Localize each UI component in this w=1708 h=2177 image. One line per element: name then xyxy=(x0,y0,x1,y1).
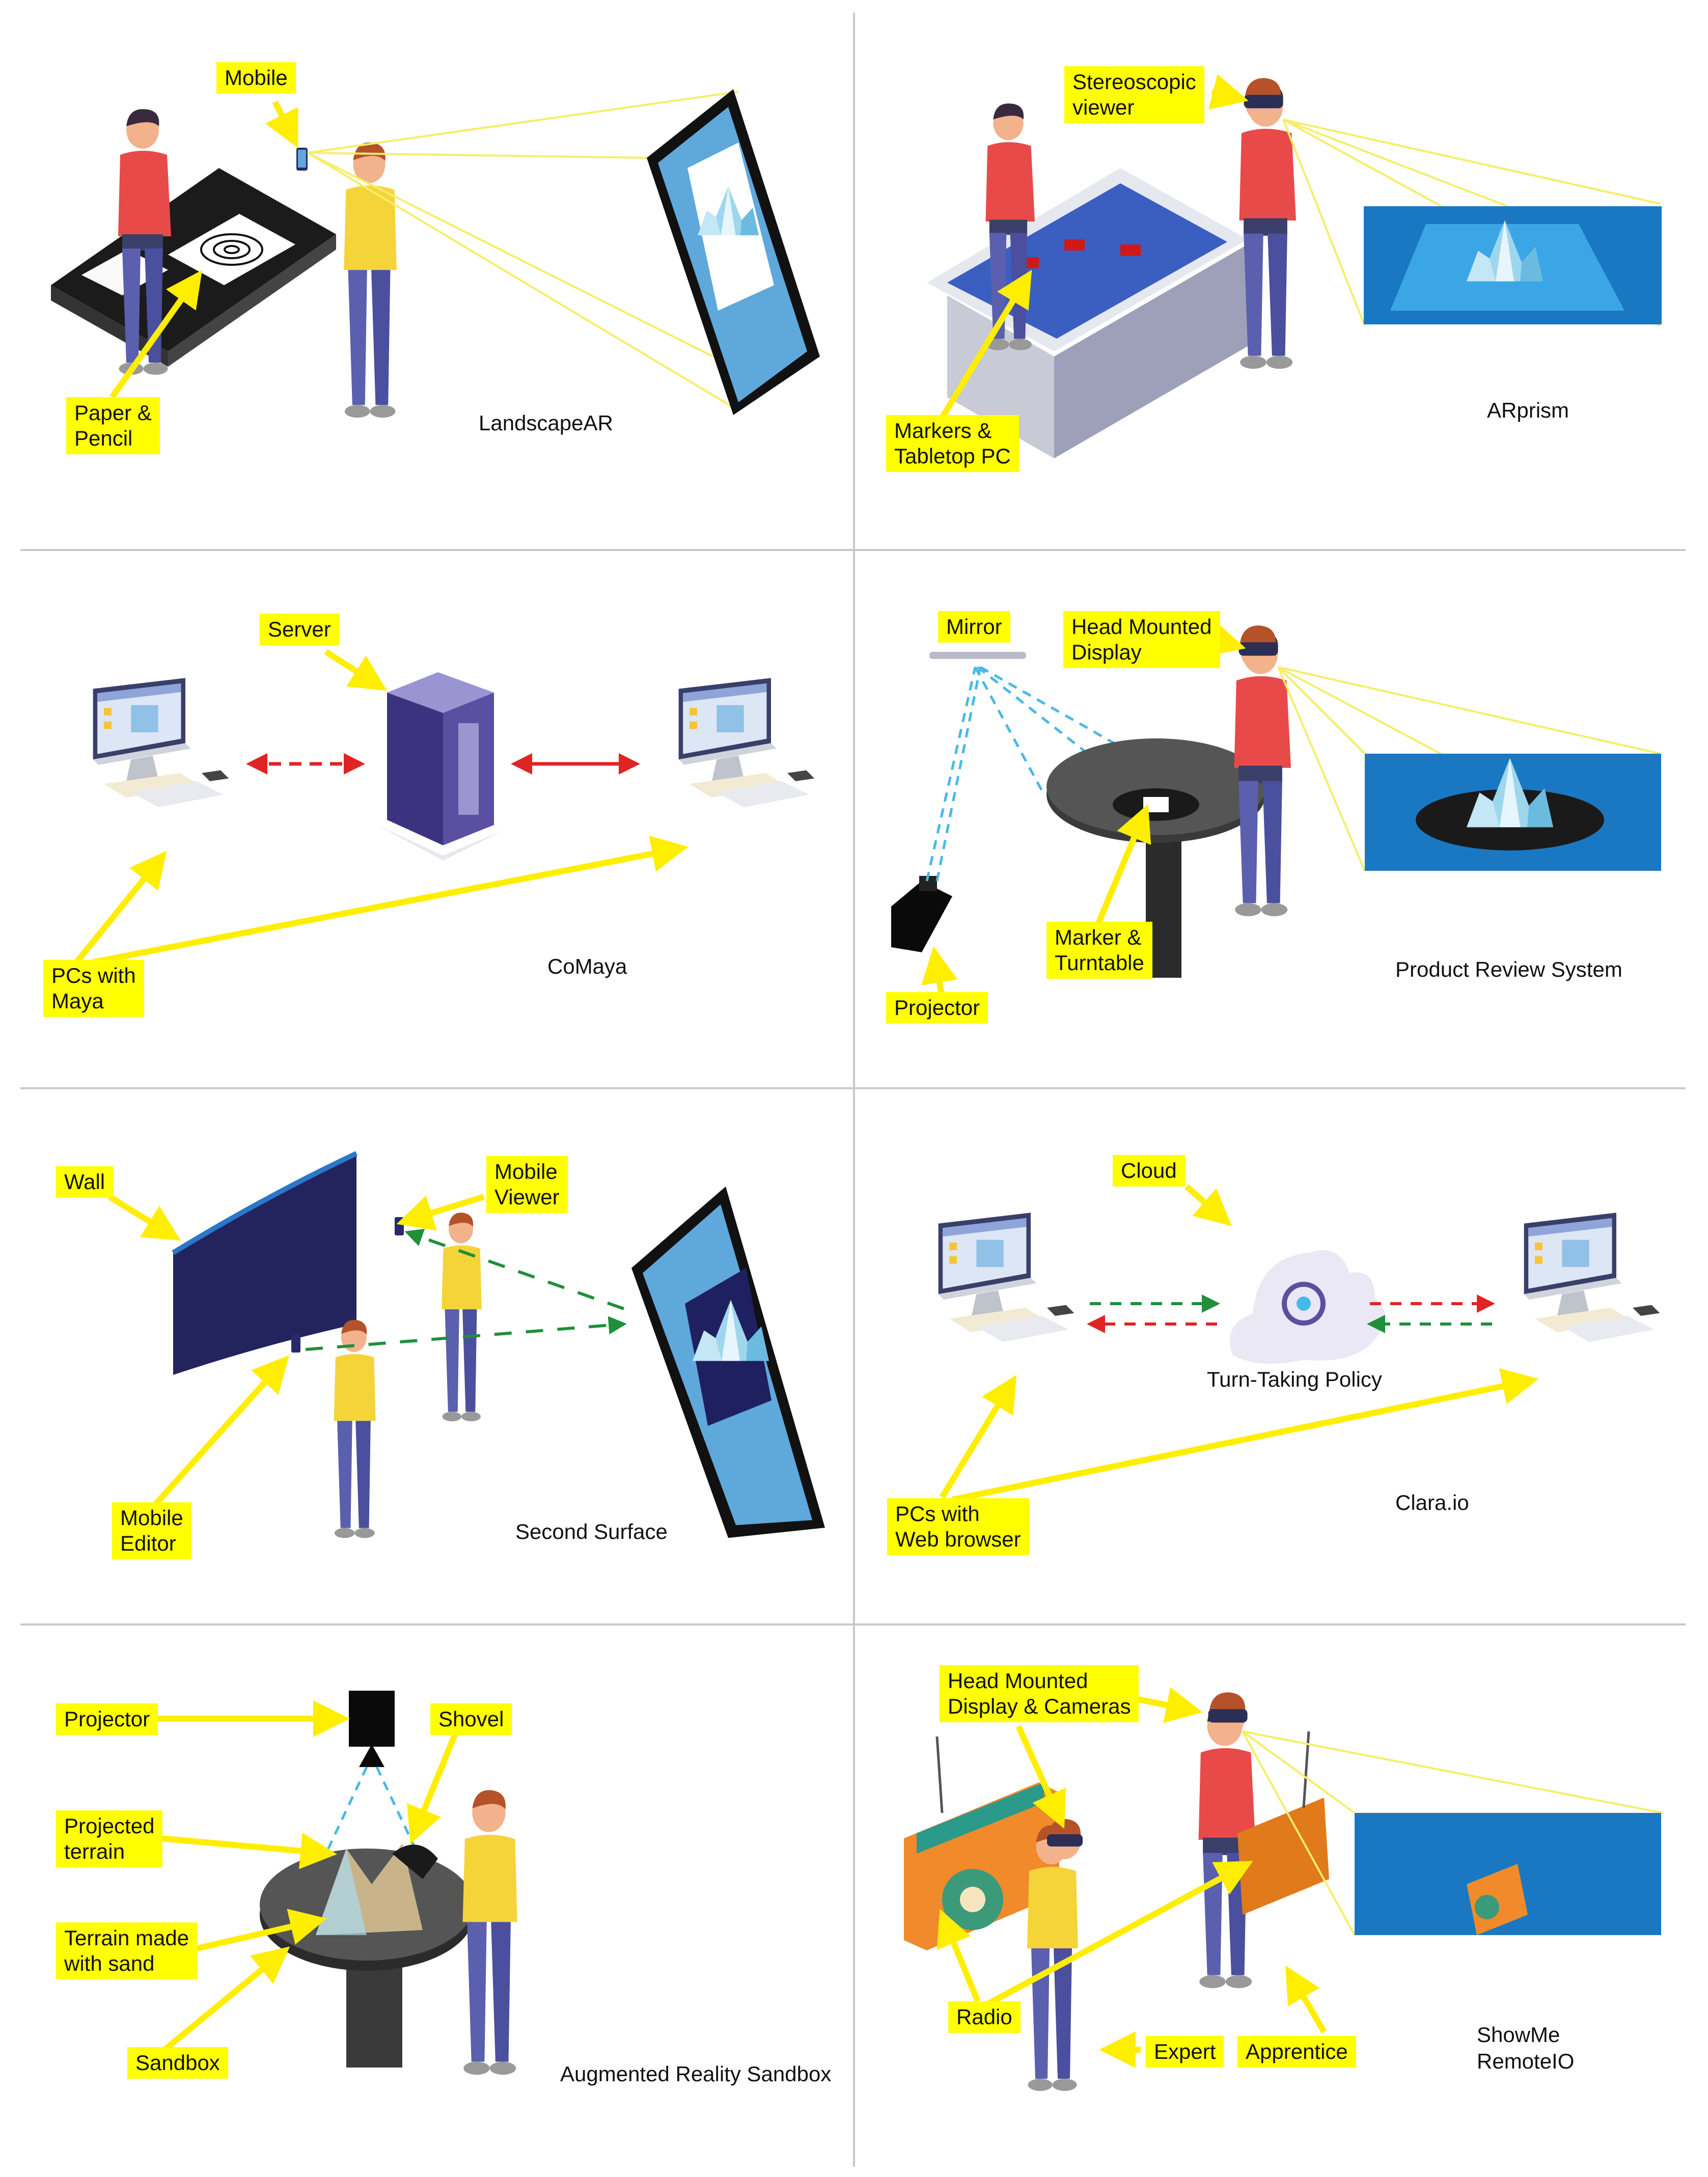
pointers xyxy=(153,1700,461,2060)
server-icon xyxy=(377,672,504,861)
caption-landscapear: LandscapeAR xyxy=(479,411,613,435)
monitor-icon xyxy=(93,678,229,808)
label-projected-terrain: Projected terrain xyxy=(56,1810,163,1867)
caption-arprism: ARprism xyxy=(1487,398,1569,422)
ar-view xyxy=(1364,206,1662,324)
turn-taking-arrows xyxy=(1087,1294,1495,1333)
caption-showme-remoteio: ShowMe RemoteIO xyxy=(1477,2023,1575,2073)
projector-icon xyxy=(891,876,952,952)
label-cloud: Cloud xyxy=(1113,1155,1185,1187)
label-projector-sandbox: Projector xyxy=(56,1703,158,1735)
panel-product-review xyxy=(891,621,1661,999)
person-with-viewer xyxy=(1239,84,1296,369)
label-sandbox: Sandbox xyxy=(127,2047,228,2079)
label-projector: Projector xyxy=(886,992,988,1024)
label-radio: Radio xyxy=(948,2001,1021,2033)
panel-clara xyxy=(938,1184,1660,1503)
label-expert: Expert xyxy=(1146,2036,1224,2068)
panel-ar-sandbox xyxy=(153,1691,517,2075)
pointers xyxy=(107,1194,485,1510)
label-server: Server xyxy=(260,614,339,645)
sight-lines xyxy=(307,91,739,408)
mobile-icon xyxy=(296,148,308,171)
label-mobile: Mobile xyxy=(216,62,296,94)
label-mirror: Mirror xyxy=(938,611,1010,643)
mirror-icon xyxy=(929,652,1026,659)
hmd-icon xyxy=(1047,1819,1083,1859)
ar-view xyxy=(1355,1813,1661,1935)
shovel-icon xyxy=(392,1844,438,1879)
label-head-mounted-display: Head Mounted Display xyxy=(1063,611,1220,668)
label-shovel: Shovel xyxy=(430,1703,512,1735)
divider-row-3 xyxy=(20,1623,1686,1625)
mobile-icon xyxy=(291,1334,300,1353)
projection-rays xyxy=(324,1766,419,1855)
caption-turn-taking-policy: Turn-Taking Policy xyxy=(1207,1367,1382,1391)
label-wall: Wall xyxy=(56,1166,114,1198)
projector-icon xyxy=(349,1691,395,1767)
panel-second-surface xyxy=(107,1151,825,1538)
sandbox-icon xyxy=(260,1843,474,2068)
caption-second-surface: Second Surface xyxy=(515,1520,668,1544)
pointers xyxy=(109,100,298,399)
monitor-icon xyxy=(938,1212,1075,1342)
caption-clara: Clara.io xyxy=(1395,1491,1469,1514)
virtual-display xyxy=(631,1187,825,1538)
wall-icon xyxy=(172,1151,358,1375)
cloud-icon xyxy=(1230,1250,1385,1364)
divider-row-1 xyxy=(20,549,1686,551)
label-mobile-editor: Mobile Editor xyxy=(112,1502,191,1559)
label-markers-tabletop: Markers & Tabletop PC xyxy=(886,415,1019,472)
paper-with-contours xyxy=(168,214,295,285)
label-paper-pencil: Paper & Pencil xyxy=(66,397,160,454)
pointers xyxy=(936,1687,1327,2068)
monitor-icon xyxy=(678,678,815,808)
label-pcs-web-browser: PCs with Web browser xyxy=(887,1498,1029,1555)
caption-ar-sandbox: Augmented Reality Sandbox xyxy=(560,2062,832,2086)
sight-lines xyxy=(1242,1730,1663,1936)
label-apprentice: Apprentice xyxy=(1237,2036,1356,2068)
label-mobile-viewer: Mobile Viewer xyxy=(486,1156,568,1213)
person-viewer xyxy=(442,1212,482,1422)
pointers xyxy=(939,74,1249,420)
label-stereoscopic-viewer: Stereoscopic viewer xyxy=(1064,66,1204,123)
panel-showme xyxy=(904,1687,1663,2091)
caption-product-review: Product Review System xyxy=(1395,957,1622,981)
caption-comaya: CoMaya xyxy=(547,954,627,978)
ar-view xyxy=(1365,754,1661,871)
label-marker-turntable: Marker & Turntable xyxy=(1046,922,1152,979)
person-with-shovel xyxy=(462,1790,517,2075)
virtual-display xyxy=(647,89,820,415)
divider-vertical xyxy=(853,13,855,2167)
panel-landscapear xyxy=(51,89,820,418)
label-hmd-cameras: Head Mounted Display & Cameras xyxy=(940,1665,1139,1722)
sync-arrows xyxy=(305,1229,627,1351)
panel-comaya xyxy=(74,649,815,966)
panel-arprism xyxy=(927,74,1662,458)
pointers xyxy=(74,649,688,966)
person-hmd xyxy=(1234,631,1291,917)
person-editor xyxy=(334,1319,376,1538)
pointers xyxy=(939,1184,1539,1503)
label-pcs-with-maya: PCs with Maya xyxy=(43,960,144,1017)
label-terrain-sand: Terrain made with sand xyxy=(56,1922,198,1979)
monitor-icon xyxy=(1524,1212,1660,1342)
divider-row-2 xyxy=(20,1087,1686,1089)
